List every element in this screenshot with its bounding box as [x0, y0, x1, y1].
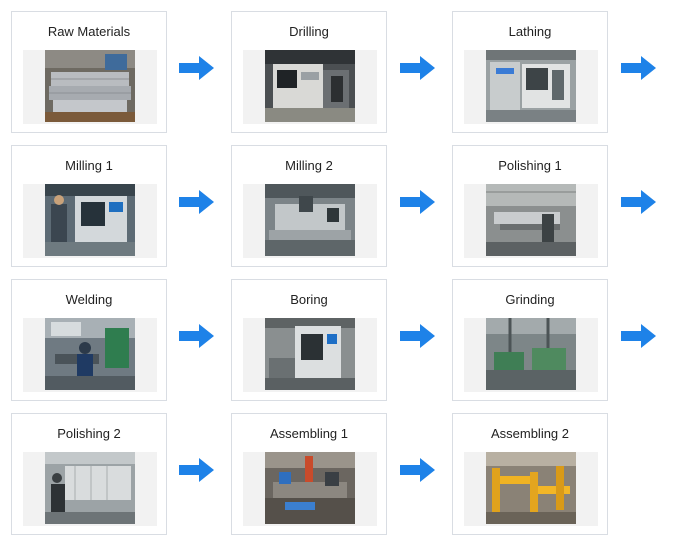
process-step-milling-2: Milling 2 [231, 145, 387, 267]
process-step-drilling: Drilling [231, 11, 387, 133]
next-step-arrow-icon [400, 189, 436, 215]
drilling-machine-photo-icon [265, 50, 355, 122]
milling-machine-photo-icon [45, 184, 135, 256]
process-step-polishing-2: Polishing 2 [11, 413, 167, 535]
step-photo-frame [243, 452, 377, 526]
next-step-arrow-icon [179, 457, 215, 483]
process-step-milling-1: Milling 1 [11, 145, 167, 267]
step-photo-frame [464, 50, 598, 124]
process-step-boring: Boring [231, 279, 387, 401]
polishing-station-photo-icon [486, 184, 576, 256]
step-title: Assembling 2 [490, 426, 570, 441]
process-step-welding: Welding [11, 279, 167, 401]
step-photo-frame [23, 318, 157, 392]
assembly-line-photo-icon [486, 452, 576, 524]
step-title: Drilling [289, 24, 329, 39]
step-photo-frame [23, 452, 157, 526]
step-photo-frame [464, 318, 598, 392]
process-step-raw-materials: Raw Materials [11, 11, 167, 133]
next-step-arrow-icon [621, 55, 657, 81]
next-step-arrow-icon [179, 323, 215, 349]
step-photo-frame [464, 184, 598, 258]
step-title: Lathing [508, 24, 552, 39]
step-title: Boring [290, 292, 328, 307]
next-step-arrow-icon [400, 323, 436, 349]
next-step-arrow-icon [179, 55, 215, 81]
milling-machine-photo-icon [265, 184, 355, 256]
next-step-arrow-icon [400, 457, 436, 483]
step-photo-frame [243, 318, 377, 392]
assembly-line-photo-icon [265, 452, 355, 524]
step-title: Welding [65, 292, 113, 307]
step-title: Polishing 2 [57, 426, 121, 441]
step-title: Milling 1 [65, 158, 113, 173]
next-step-arrow-icon [621, 323, 657, 349]
boring-machine-photo-icon [265, 318, 355, 390]
process-step-polishing-1: Polishing 1 [452, 145, 608, 267]
lathe-machine-photo-icon [486, 50, 576, 122]
step-photo-frame [464, 452, 598, 526]
process-step-assembling-1: Assembling 1 [231, 413, 387, 535]
polishing-station-photo-icon [45, 452, 135, 524]
process-step-lathing: Lathing [452, 11, 608, 133]
next-step-arrow-icon [400, 55, 436, 81]
step-title: Assembling 1 [269, 426, 349, 441]
step-photo-frame [243, 50, 377, 124]
step-title: Grinding [505, 292, 555, 307]
raw-materials-photo-icon [45, 50, 135, 122]
welding-station-photo-icon [45, 318, 135, 390]
step-title: Raw Materials [47, 24, 131, 39]
step-photo-frame [23, 184, 157, 258]
step-title: Polishing 1 [498, 158, 562, 173]
step-photo-frame [243, 184, 377, 258]
grinding-machine-photo-icon [486, 318, 576, 390]
process-step-assembling-2: Assembling 2 [452, 413, 608, 535]
step-title: Milling 2 [285, 158, 333, 173]
next-step-arrow-icon [179, 189, 215, 215]
next-step-arrow-icon [621, 189, 657, 215]
step-photo-frame [23, 50, 157, 124]
process-step-grinding: Grinding [452, 279, 608, 401]
